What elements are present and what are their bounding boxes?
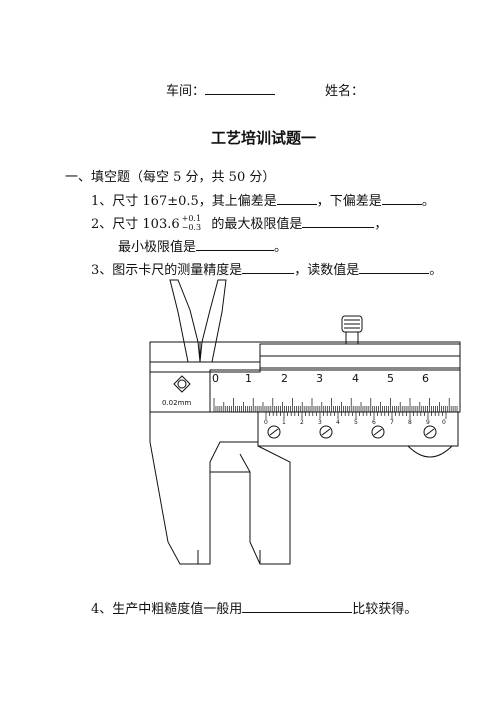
vernier-number: 0 [442,419,446,426]
page-title: 工艺培训试题一 [211,129,317,147]
question-1: 1、尺寸 167±0.5，其上偏差是 ，下偏差是 。 [91,190,435,209]
knob-stem [345,331,359,345]
workshop-field: 车间： [166,80,276,99]
main-beam [149,341,461,413]
vernier-caliper-illustration: 0.02mm 0 1 2 3 4 5 6 0 1 2 3 4 5 6 7 8 9… [149,279,461,565]
question-2: 2、尺寸 103.6+0.1−0.3 的最大极限值是 ， [91,213,387,234]
vernier-number: 7 [390,419,394,426]
question-3: 3、图示卡尺的测量精度是 ，读数值是 。 [91,259,442,278]
q2-text-c: ， [374,217,388,232]
question-4: 4、生产中粗糙度值一般用 比较获得。 [91,598,417,617]
main-scale-number: 6 [422,372,429,385]
q4-text-a: 4、生产中粗糙度值一般用 [91,602,243,617]
workshop-blank[interactable] [205,82,276,95]
q2-lower-deviation: −0.3 [181,222,202,232]
q1-text-b: ，下偏差是 [316,194,382,209]
section-heading: 一、填空题（每空 5 分，共 50 分） [65,170,276,185]
main-scale-number: 0 [212,372,219,385]
q2-blank-max[interactable] [302,215,375,228]
main-scale-ticks [213,398,458,412]
screw-icon [319,425,333,439]
main-scale-number: 1 [245,372,252,385]
q2-text-e: 。 [274,240,288,255]
precision-label: 0.02mm [162,399,191,407]
vernier-scale-ticks [265,412,447,419]
vernier-number: 8 [408,419,412,426]
name-label: 姓名： [325,84,365,99]
slider-screws [267,425,437,439]
vernier-number: 2 [300,419,304,426]
q3-text-b: ，读数值是 [294,263,360,278]
main-scale-numbers: 0 1 2 3 4 5 6 [212,372,429,385]
screw-icon [423,425,437,439]
q2-text-d: 最小极限值是 [118,240,197,255]
lower-jaw-sliding [239,445,291,565]
q1-text-c: 。 [421,194,435,209]
q2-upper-deviation: +0.1 [181,213,202,223]
vernier-number: 1 [282,419,286,426]
q3-blank-precision[interactable] [242,261,295,274]
q1-blank-lower[interactable] [381,192,422,205]
vernier-number: 5 [354,419,358,426]
lower-jaw-fixed [149,412,259,565]
upper-jaw-sliding [199,279,227,363]
vernier-number: 0 [264,419,268,426]
main-scale-number: 3 [316,372,323,385]
main-scale-number: 4 [352,372,359,385]
q3-blank-reading[interactable] [359,261,430,274]
vernier-number: 9 [426,419,430,426]
q2-blank-min[interactable] [196,238,275,251]
main-scale-number: 2 [281,372,288,385]
q4-blank-method[interactable] [242,600,353,613]
thumb-wheel [407,445,453,458]
vernier-number: 4 [336,419,340,426]
q1-text-a: 1、尺寸 167±0.5，其上偏差是 [91,194,277,209]
q1-blank-upper[interactable] [276,192,317,205]
q4-text-b: 比较获得。 [352,602,418,617]
screw-icon [267,425,281,439]
main-scale-number: 5 [387,372,394,385]
q2-text-b: 的最大极限值是 [211,217,303,232]
vernier-number: 3 [318,419,322,426]
q2-tolerance: +0.1−0.3 [182,214,201,232]
brand-logo [173,375,191,393]
screw-icon [371,425,385,439]
q3-text-a: 3、图示卡尺的测量精度是 [91,263,243,278]
vernier-number: 6 [372,419,376,426]
workshop-label: 车间： [166,84,206,99]
upper-jaw-fixed [169,279,201,363]
q2-text-a: 2、尺寸 103.6 [91,217,180,232]
q3-text-c: 。 [429,263,443,278]
question-2-line-2: 最小极限值是 。 [118,236,287,255]
vernier-scale-numbers: 0 1 2 3 4 5 6 7 8 9 0 [264,419,446,426]
